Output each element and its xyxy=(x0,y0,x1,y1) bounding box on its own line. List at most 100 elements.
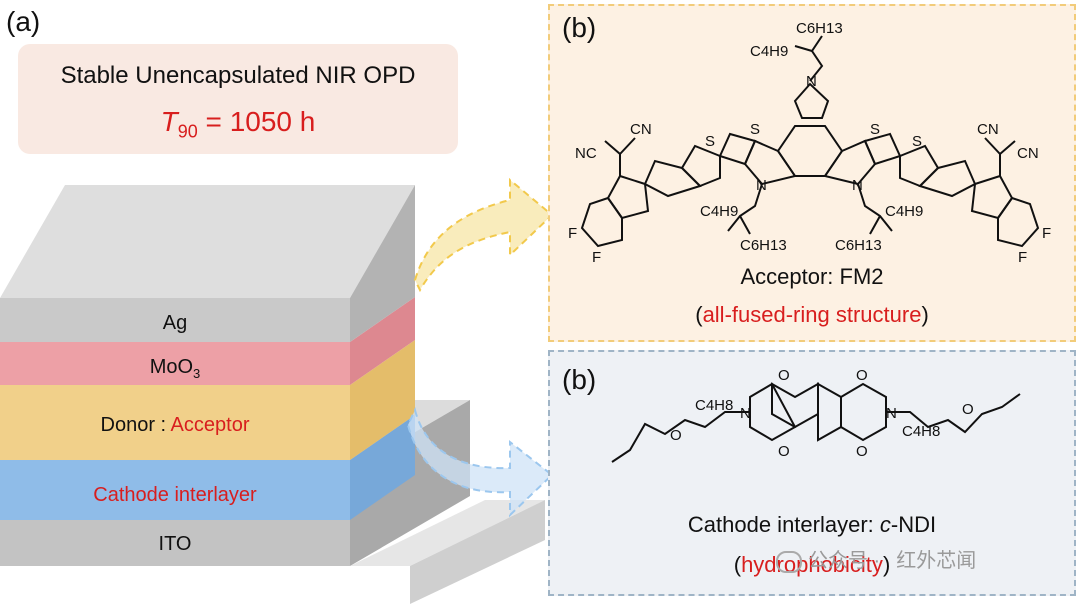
cathode-front xyxy=(0,460,350,520)
panel-fm2: (b) xyxy=(548,4,1076,342)
watermark: 公众号 · 红外芯闻 xyxy=(776,544,976,573)
cndi-o-3: O xyxy=(778,443,790,460)
fm2-nc-left: NC xyxy=(575,145,597,162)
fm2-left-dcv xyxy=(604,137,636,176)
fm2-c6h13-left: C6H13 xyxy=(740,237,787,254)
fm2-n-right: N xyxy=(852,177,863,194)
cndi-note: (hydrophobicity) xyxy=(550,552,1074,578)
layer-ag-label: Ag xyxy=(162,312,188,334)
cndi-caption: Cathode interlayer: c-NDI xyxy=(550,512,1074,538)
layer-moo3-label: MoO3 xyxy=(0,356,350,381)
fm2-left-indene xyxy=(606,174,650,220)
fm2-right-dcv xyxy=(984,137,1016,176)
stability-title: Stable Unencapsulated NIR OPD xyxy=(60,62,416,89)
interlayer-arrow xyxy=(406,407,554,518)
fm2-c4h9-top: C4H9 xyxy=(750,43,788,60)
fm2-right-chain xyxy=(857,183,893,235)
cndi-caption-suffix: -NDI xyxy=(890,512,937,537)
cndi-left-chain xyxy=(611,411,750,463)
cndi-n-left: N xyxy=(740,405,751,422)
ag-side xyxy=(350,185,415,342)
cndi-right-chain xyxy=(886,393,1021,434)
fm2-s-2: S xyxy=(705,133,715,150)
fm2-left-benzene xyxy=(580,196,623,248)
fm2-left-pyrrole xyxy=(743,139,797,186)
fm2-nc-right: CN xyxy=(977,121,999,138)
fm2-c6h13-right: C6H13 xyxy=(835,237,882,254)
fm2-s-3: S xyxy=(870,121,880,138)
donor-label: Donor : xyxy=(100,414,171,436)
moo3-front xyxy=(0,342,350,385)
cndi-structure: O O O O N N C4H8 C4H8 O O xyxy=(611,367,1021,463)
fm2-f-1: F xyxy=(568,225,577,242)
panel-b2-label: (b) xyxy=(562,364,597,395)
ag-top xyxy=(0,185,415,298)
fm2-c4h9-right: C4H9 xyxy=(885,203,923,220)
fm2-c6h13-top: C6H13 xyxy=(796,20,843,37)
watermark-text-2: 红外芯闻 xyxy=(896,550,977,572)
cathode-side xyxy=(350,415,415,520)
panel-b1-label: (b) xyxy=(562,12,597,43)
cndi-imide-right xyxy=(840,382,887,442)
moo3-sub: 3 xyxy=(193,366,201,381)
cndi-note-open: ( xyxy=(733,552,742,577)
fm2-note-open: ( xyxy=(695,302,703,327)
fm2-right-thiophene3 xyxy=(918,159,977,198)
ito-side xyxy=(350,400,470,566)
cndi-caption-prefix: Cathode interlayer: xyxy=(687,512,880,537)
fm2-top-chain xyxy=(809,35,824,82)
fm2-right-thiophene2 xyxy=(899,144,940,188)
fm2-note-close: ) xyxy=(921,302,929,327)
fm2-left-thiophene2 xyxy=(680,144,721,188)
fm2-n-left: N xyxy=(756,177,767,194)
cndi-note-close: ) xyxy=(882,552,891,577)
fm2-cn-right: CN xyxy=(1017,145,1039,162)
t90-symbol: T xyxy=(160,106,178,137)
stability-box: Stable Unencapsulated NIR OPD T90 = 1050… xyxy=(18,44,458,154)
layer-cathode-label: Cathode interlayer xyxy=(93,484,257,506)
active-side xyxy=(350,340,415,460)
cndi-note-text: hydrophobicity xyxy=(741,552,883,577)
panel-cndi: (b) O O O O N N C4H8 C4H8 O O Cathode in… xyxy=(548,350,1076,596)
cndi-c4h8-left: C4H8 xyxy=(695,397,733,414)
fm2-right-pyrrole xyxy=(823,139,877,186)
fm2-n-top: N xyxy=(806,73,817,90)
fm2-triazole xyxy=(793,82,830,119)
moo3-side xyxy=(350,297,415,385)
fm2-note-text: all-fused-ring structure xyxy=(702,302,922,327)
fm2-note: (all-fused-ring structure) xyxy=(550,302,1074,328)
fm2-left-chain xyxy=(727,183,763,235)
substrate-front xyxy=(410,500,545,604)
fm2-top-branch xyxy=(794,45,813,52)
fm2-c4h9-left: C4H9 xyxy=(700,203,738,220)
panel-a-label: (a) xyxy=(6,6,41,37)
t90-subscript: 90 xyxy=(177,121,198,142)
fm2-cn-left: CN xyxy=(630,121,652,138)
acceptor-arrow xyxy=(413,177,554,293)
cndi-caption-italic: c xyxy=(879,512,891,537)
fm2-f-4: F xyxy=(1018,249,1027,266)
fm2-s-1: S xyxy=(750,121,760,138)
fm2-structure: C6H13 C4H9 N S S S S N N CN NC CN CN C4H… xyxy=(568,20,1051,266)
cndi-o-1: O xyxy=(778,367,790,384)
ag-front xyxy=(0,298,350,342)
fm2-right-thiophene1 xyxy=(863,132,902,166)
fm2-s-4: S xyxy=(912,133,922,150)
fm2-left-thiophene3 xyxy=(643,159,702,198)
watermark-wechat-icon xyxy=(776,550,802,573)
acceptor-label: Acceptor xyxy=(170,414,250,436)
fm2-f-2: F xyxy=(592,249,601,266)
t90-number: = 1050 h xyxy=(197,106,316,137)
cndi-c4h8-right: C4H8 xyxy=(902,423,940,440)
moo3-main: MoO xyxy=(149,356,194,378)
fm2-caption: Acceptor: FM2 xyxy=(740,264,884,289)
fm2-right-indene xyxy=(970,174,1014,220)
cndi-imide-left xyxy=(749,382,797,442)
watermark-text-1: 公众号 · xyxy=(808,550,881,572)
cndi-n-right: N xyxy=(886,405,897,422)
cndi-o-ester-right: O xyxy=(962,401,974,418)
cndi-o-4: O xyxy=(856,443,868,460)
fm2-central-ring xyxy=(776,125,844,177)
cndi-core-left xyxy=(771,382,819,429)
cndi-o-ester-left: O xyxy=(670,427,682,444)
